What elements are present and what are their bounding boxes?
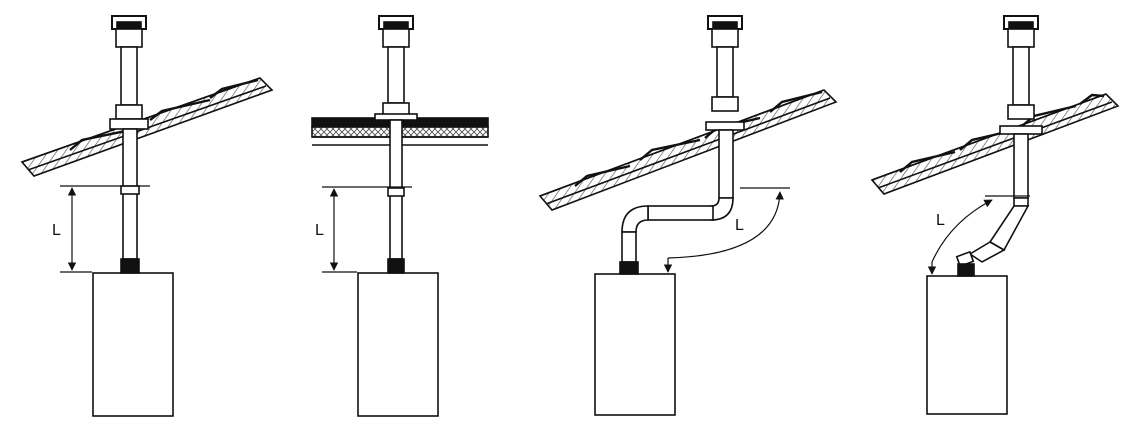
boiler: [926, 275, 1008, 415]
boiler: [594, 273, 676, 416]
boiler: [92, 272, 174, 417]
flue-pipe: [619, 15, 745, 275]
panel-pitched-roof-offset-45: [870, 15, 1120, 415]
dimension-label-L: L: [315, 222, 324, 239]
dimension-L: [927, 195, 1030, 275]
dimension-L: [322, 186, 412, 273]
dimension-label-L: L: [52, 222, 61, 239]
pitched-roof: [870, 93, 1120, 195]
flue-pipe: [374, 15, 418, 274]
dimension-label-L: L: [936, 212, 945, 229]
flue-pipe: [955, 15, 1043, 277]
boiler: [357, 272, 439, 417]
dimension-L: [663, 187, 790, 273]
panel-flat-roof-straight: [311, 15, 489, 417]
panel-pitched-roof-offset-90: [538, 15, 838, 416]
panel-pitched-roof-straight: [20, 15, 274, 417]
dimension-label-L: L: [735, 217, 744, 234]
pitched-roof: [538, 89, 838, 211]
flue-pipe: [109, 15, 149, 274]
dimension-L: [60, 185, 150, 273]
